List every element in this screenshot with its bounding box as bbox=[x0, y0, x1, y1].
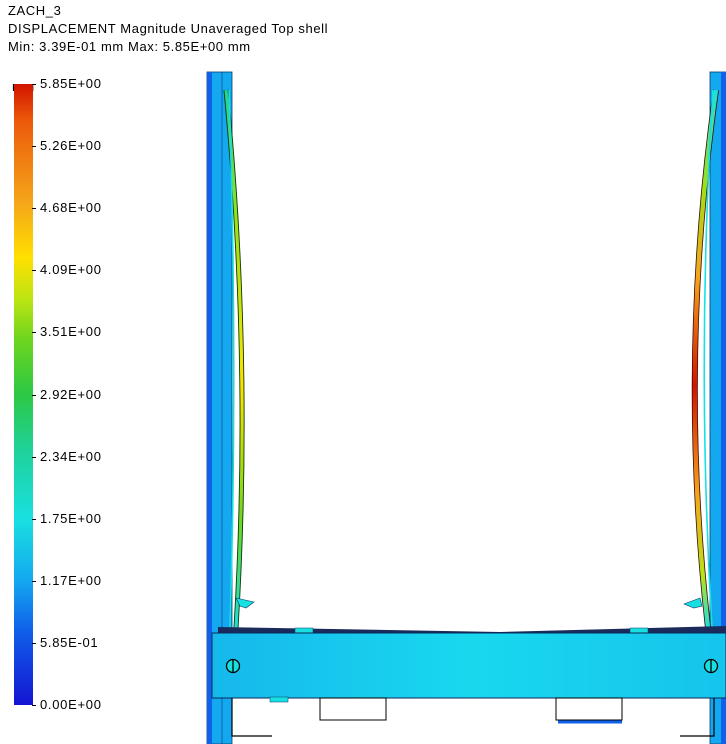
legend-tick bbox=[32, 332, 36, 334]
legend-tick bbox=[32, 394, 36, 396]
legend-label: 2.92E+00 bbox=[40, 386, 102, 402]
legend-label: 5.85E-01 bbox=[40, 634, 99, 650]
base-brackets bbox=[231, 697, 715, 737]
hole-right-icon bbox=[703, 658, 719, 674]
left-deformed-panel bbox=[223, 89, 255, 629]
legend-tick bbox=[32, 456, 36, 458]
right-deformed-panel bbox=[683, 89, 719, 629]
legend-label: 1.17E+00 bbox=[40, 572, 102, 588]
legend-tick bbox=[32, 84, 36, 85]
legend-label: 0.00E+00 bbox=[40, 697, 102, 712]
legend-tick bbox=[32, 146, 36, 148]
legend-label: 5.26E+00 bbox=[40, 138, 102, 154]
result-range: Min: 3.39E-01 mm Max: 5.85E+00 mm bbox=[8, 39, 251, 54]
right-wall bbox=[709, 71, 726, 744]
legend-label: 5.85E+00 bbox=[40, 76, 102, 91]
model-name: ZACH_3 bbox=[8, 3, 62, 18]
legend-tick bbox=[32, 270, 36, 272]
legend-colorbar bbox=[14, 84, 33, 705]
legend-label: 3.51E+00 bbox=[40, 324, 102, 340]
legend-tick bbox=[32, 705, 36, 706]
legend-label: 4.09E+00 bbox=[40, 262, 102, 278]
base-beam bbox=[211, 626, 726, 703]
legend-ticks: 5.85E+00 5.26E+00 4.68E+00 4.09E+00 3.51E+00… bbox=[0, 0, 200, 744]
legend-label: 2.34E+00 bbox=[40, 448, 102, 464]
legend-tick bbox=[32, 580, 36, 582]
legend-tick bbox=[32, 518, 36, 520]
legend-label: 4.68E+00 bbox=[40, 200, 102, 216]
legend-label: 1.75E+00 bbox=[40, 510, 102, 526]
result-title: DISPLACEMENT Magnitude Unaveraged Top sh… bbox=[8, 21, 329, 36]
hole-left-icon bbox=[225, 658, 241, 674]
legend-tick bbox=[32, 208, 36, 210]
legend-tick bbox=[32, 642, 36, 644]
